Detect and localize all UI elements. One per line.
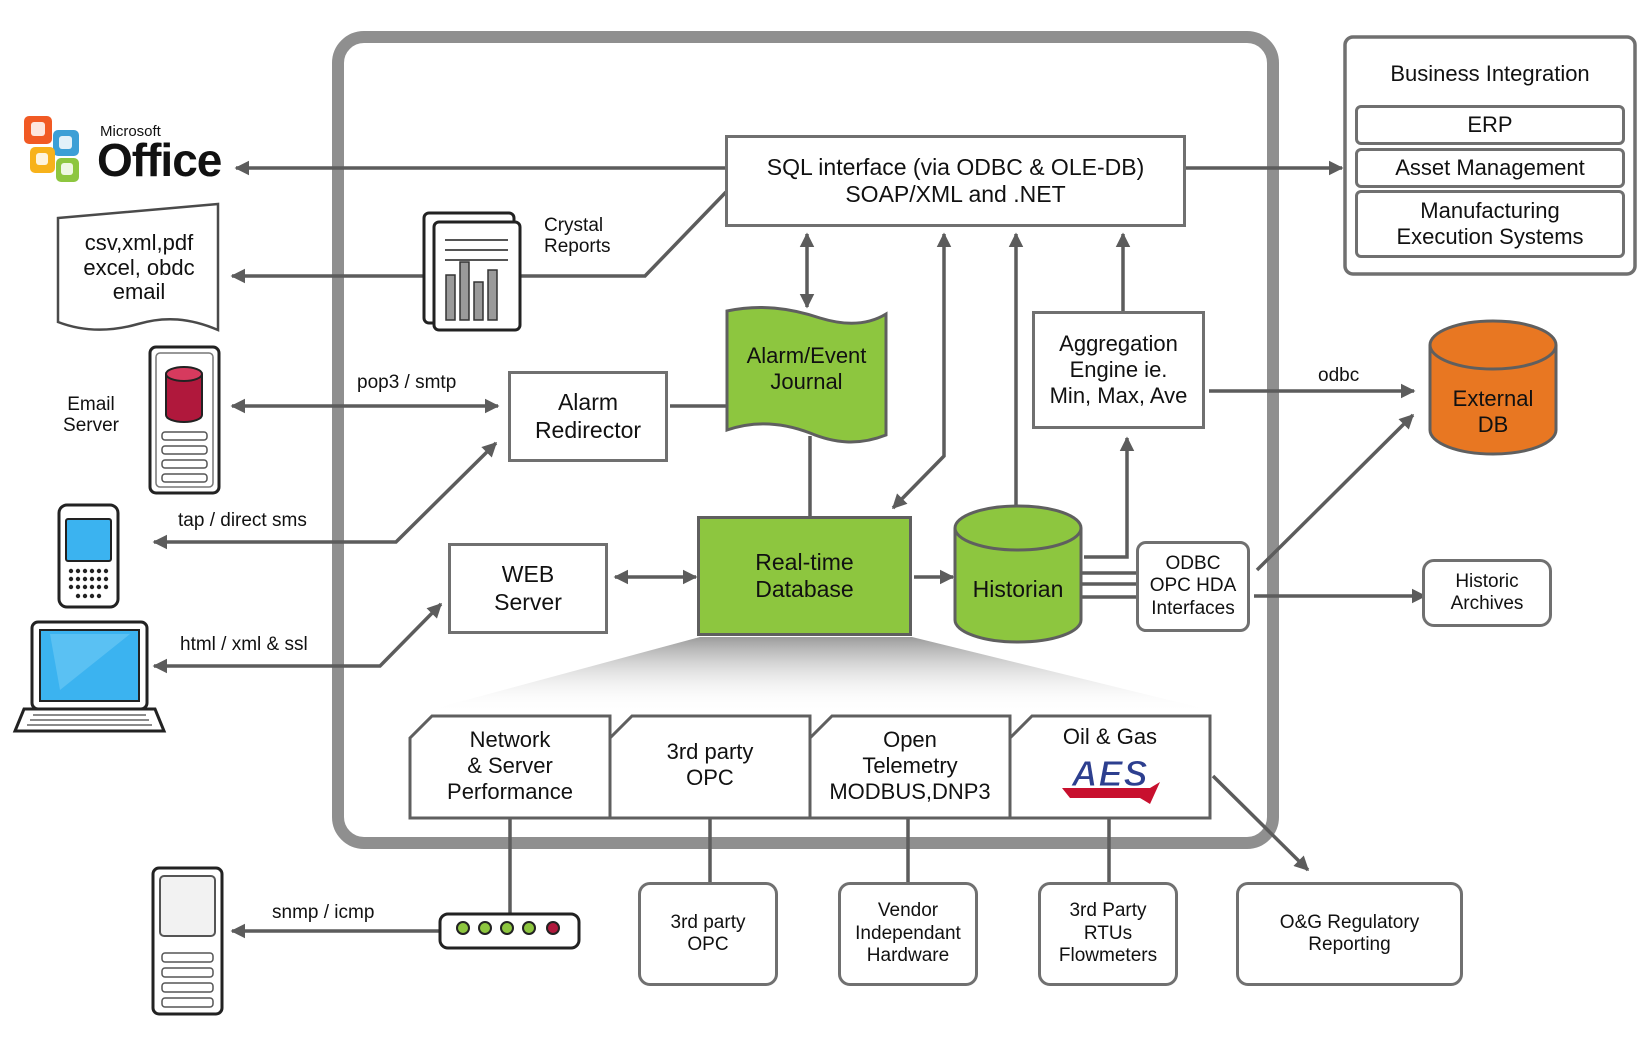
edge-web-laptop [152,602,443,674]
tab-open-telemetry [808,714,1012,820]
snmp-icmp-label: snmp / icmp [272,902,375,923]
laptop-icon [12,620,167,733]
tap-sms-label: tap / direct sms [178,510,307,531]
file-formats-label: csv,xml,pdf excel, obdc email [83,230,195,305]
alarm-journal-shape [725,306,888,444]
file-formats-document [56,202,220,332]
oil-gas-label: Oil & Gas [1062,724,1158,750]
asset-management-box: Asset Management [1355,148,1625,188]
realtime-database-box: Real-time Database [697,516,912,636]
og-regulatory-box: O&G Regulatory Reporting [1236,882,1463,986]
crystal-reports-label: Crystal Reports [544,215,611,257]
office-logo-brand: Microsoft [100,123,161,140]
third-party-opc-tab-label: 3rd party OPC [666,739,754,790]
sql-interface-box: SQL interface (via ODBC & OLE-DB) SOAP/X… [725,135,1186,227]
edge-sql-realtime [891,232,952,510]
phone-icon [57,503,120,609]
third-party-opc-box: 3rd party OPC [638,882,778,986]
odbc-interfaces-box: ODBC OPC HDA Interfaces [1136,541,1250,632]
tab-network-performance [408,714,612,820]
historian-cylinder [953,504,1083,644]
alarm-redirector-box: Alarm Redirector [508,371,668,462]
external-db-cylinder [1428,319,1558,456]
crystal-reports-icon [422,211,522,332]
open-telemetry-label: Open Telemetry MODBUS,DNP3 [829,727,991,804]
historian-label: Historian [972,576,1064,603]
erp-box: ERP [1355,105,1625,145]
aes-logo-text: AES [1070,753,1148,794]
aes-logo: AES [1062,753,1160,804]
vendor-hardware-box: Vendor Independant Hardware [838,882,978,986]
email-server-label: Email Server [63,394,119,436]
html-xml-ssl-label: html / xml & ssl [180,634,308,655]
network-switch-icon [438,912,581,950]
edge-oilgas-to-regulatory [1211,774,1310,872]
pop3-smtp-label: pop3 / smtp [357,372,457,393]
network-performance-label: Network & Server Performance [447,727,573,804]
tab-oil-gas [1008,714,1212,820]
aggregation-engine-box: Aggregation Engine ie. Min, Max, Ave [1032,311,1205,429]
email-server-icon [148,345,221,495]
historic-archives-box: Historic Archives [1422,559,1552,627]
realtime-db-fan [422,637,1218,712]
tab-third-party-opc [608,714,812,820]
alarm-journal-label: Alarm/Event Journal [746,343,867,394]
external-db-label: External DB [1452,386,1534,437]
edge-sql-to-files [230,190,728,284]
server-icon [151,866,224,1016]
office-logo-product: Office [97,134,222,186]
odbc-label: odbc [1318,365,1360,386]
business-integration-title: Business Integration [1390,61,1590,87]
edge-odbc-to-externaldb [1255,413,1415,572]
edge-historian-to-aggregation [1084,436,1135,559]
edge-alarm-phone [152,441,498,550]
system-frame [332,31,1279,849]
mes-box: Manufacturing Execution Systems [1355,190,1625,258]
rtus-flowmeters-box: 3rd Party RTUs Flowmeters [1038,882,1178,986]
web-server-box: WEB Server [448,543,608,634]
office-logo-icon [24,116,79,182]
